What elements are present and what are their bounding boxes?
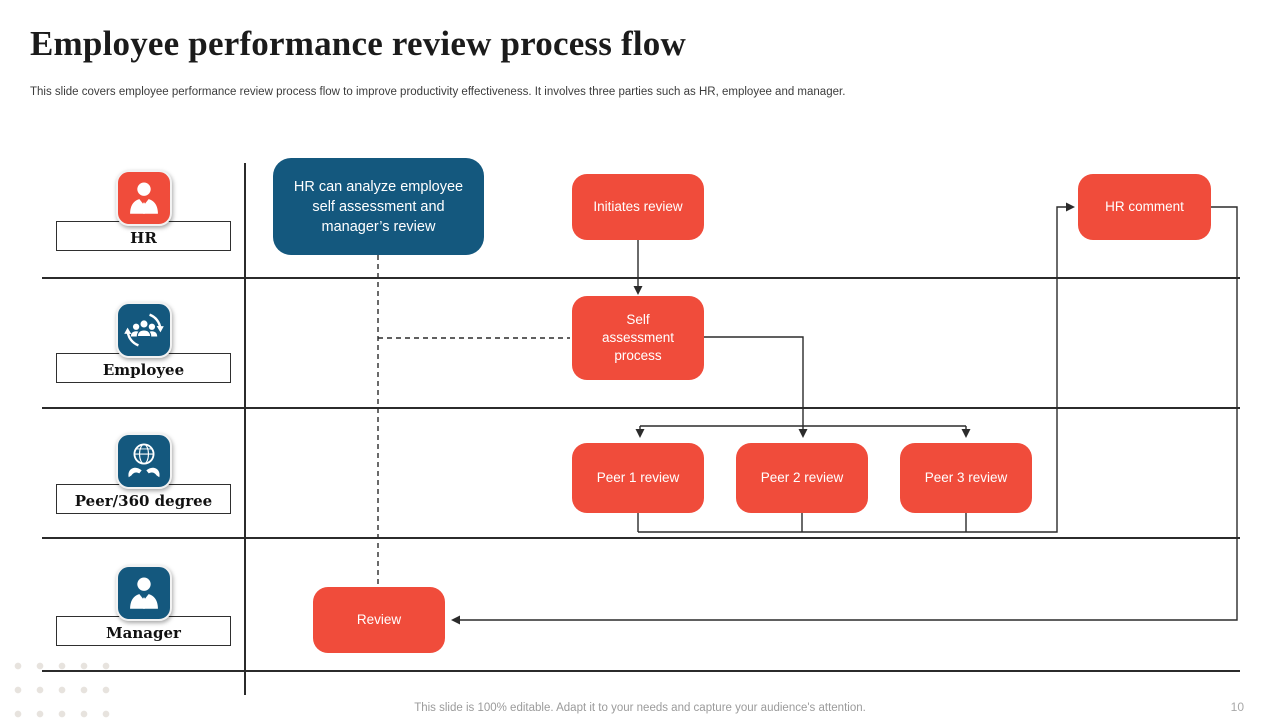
- businessman-icon: [115, 170, 172, 226]
- page-subtitle: This slide covers employee performance r…: [30, 86, 846, 98]
- page-title: Employee performance review process flow: [30, 24, 686, 63]
- team-sync-icon: [115, 302, 172, 358]
- node-review: Review: [313, 587, 445, 653]
- node-peer-2-review: Peer 2 review: [736, 443, 868, 513]
- lane-border-hr-employee: [42, 277, 1240, 279]
- lane-label-employee: Employee: [56, 353, 231, 383]
- globe-hands-icon: [115, 433, 172, 489]
- node-hr-comment: HR comment: [1078, 174, 1211, 240]
- connector-peers-to-hrcomment: [637, 206, 1066, 533]
- node-hr-analyze-note: HR can analyze employee self assessment …: [273, 158, 484, 255]
- arrowhead-right-hrcomment: [1066, 202, 1075, 212]
- arrowhead-left-review: [451, 615, 460, 625]
- arrowhead-down-peer1: [635, 429, 645, 438]
- page-number: 10: [1230, 700, 1244, 714]
- lane-label-hr: HR: [56, 221, 231, 251]
- connector-hrcomment-to-review: [460, 206, 1238, 621]
- lane-label-peer-360: Peer/360 degree: [56, 484, 231, 514]
- lane-label-manager: Manager: [56, 616, 231, 646]
- footer-note: This slide is 100% editable. Adapt it to…: [414, 702, 866, 714]
- lane-divider-vertical: [244, 163, 246, 695]
- arrowhead-down-peer3: [961, 429, 971, 438]
- lane-border-peer-manager: [42, 537, 1240, 539]
- lane-border-employee-peer: [42, 407, 1240, 409]
- node-peer-1-review: Peer 1 review: [572, 443, 704, 513]
- dots-decoration: [3, 648, 111, 720]
- arrowhead-down-peer2: [798, 429, 808, 438]
- manager-icon: [115, 565, 172, 621]
- lane-border-bottom: [42, 670, 1240, 672]
- arrowhead-down-self: [633, 286, 643, 295]
- node-initiates-review: Initiates review: [572, 174, 704, 240]
- node-self-assessment: Self assessment process: [572, 296, 704, 380]
- node-peer-3-review: Peer 3 review: [900, 443, 1032, 513]
- connector-self-to-peers: [639, 336, 967, 430]
